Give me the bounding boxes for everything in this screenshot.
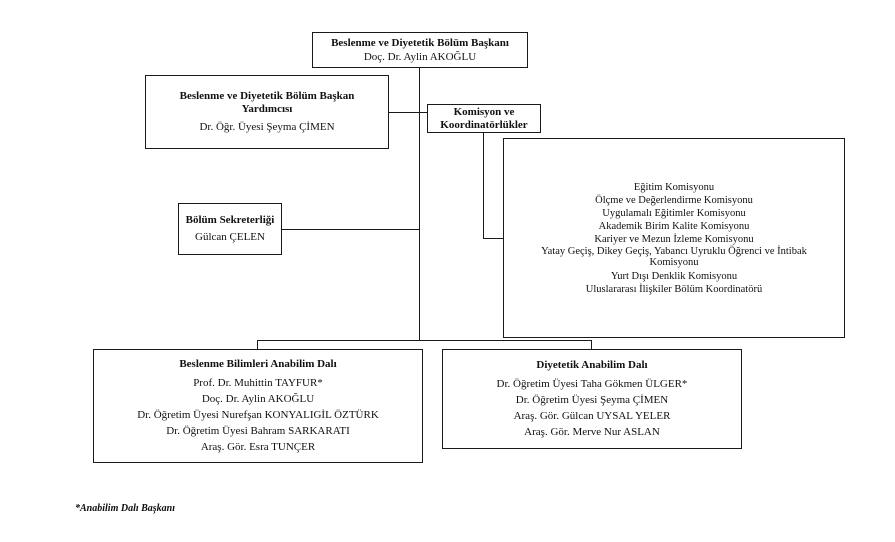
head-name: Doç. Dr. Aylin AKOĞLU — [363, 50, 477, 63]
deputy-box: Beslenme ve Diyetetik Bölüm Başkan Yardı… — [145, 75, 389, 149]
head-box: Beslenme ve Diyetetik Bölüm Başkanı Doç.… — [312, 32, 528, 68]
dietetics-dept-member: Araş. Gör. Gülcan UYSAL YELER — [513, 409, 671, 422]
commissions-list-box: Eğitim Komisyonu Ölçme ve Değerlendirme … — [503, 138, 845, 338]
nutrition-dept-member: Dr. Öğretim Üyesi Nurefşan KONYALIGİL ÖZ… — [137, 408, 379, 421]
connector-dietetics-dept — [591, 340, 592, 349]
commission-item: Akademik Birim Kalite Komisyonu — [598, 220, 750, 232]
connector-commissions-drop — [483, 133, 484, 239]
secretary-title: Bölüm Sekreterliği — [185, 214, 275, 226]
nutrition-dept-member: Araş. Gör. Esra TUNÇER — [200, 440, 316, 453]
commission-item: Yatay Geçiş, Dikey Geçiş, Yabancı Uyrukl… — [541, 245, 807, 268]
commission-item: Kariyer ve Mezun İzleme Komisyonu — [594, 233, 754, 245]
footnote: *Anabilim Dalı Başkanı — [75, 503, 176, 514]
connector-nutrition-dept — [257, 340, 258, 349]
nutrition-dept-member: Prof. Dr. Muhittin TAYFUR* — [193, 376, 323, 389]
connector-secretary — [282, 229, 420, 230]
commission-item: Uluslararası İlişkiler Bölüm Koordinatör… — [585, 283, 763, 295]
commission-item: Ölçme ve Değerlendirme Komisyonu — [595, 194, 753, 206]
nutrition-dept-member: Doç. Dr. Aylin AKOĞLU — [201, 392, 315, 405]
commission-item: Yurt Dışı Denklik Komisyonu — [610, 270, 738, 282]
secretary-name: Gülcan ÇELEN — [195, 231, 265, 243]
secretary-box: Bölüm Sekreterliği Gülcan ÇELEN — [178, 203, 282, 255]
nutrition-dept-box: Beslenme Bilimleri Anabilim Dalı Prof. D… — [93, 349, 423, 463]
head-title: Beslenme ve Diyetetik Bölüm Başkanı — [331, 36, 509, 49]
commission-item: Eğitim Komisyonu — [633, 181, 715, 193]
nutrition-dept-member: Dr. Öğretim Üyesi Bahram SARKARATI — [166, 424, 350, 437]
dietetics-dept-title: Diyetetik Anabilim Dalı — [536, 358, 648, 371]
commissions-title: Komisyon ve Koordinatörlükler — [440, 105, 528, 131]
dietetics-dept-box: Diyetetik Anabilim Dalı Dr. Öğretim Üyes… — [442, 349, 742, 449]
commissions-header-box: Komisyon ve Koordinatörlükler — [427, 104, 541, 133]
dietetics-dept-member: Dr. Öğretim Üyesi Şeyma ÇİMEN — [515, 393, 669, 406]
dietetics-dept-member: Araş. Gör. Merve Nur ASLAN — [524, 425, 660, 438]
deputy-name: Dr. Öğr. Üyesi Şeyma ÇİMEN — [199, 121, 335, 133]
connector-trunk — [419, 67, 420, 341]
deputy-title: Beslenme ve Diyetetik Bölüm Başkan Yardı… — [179, 90, 355, 115]
commission-item: Uygulamalı Eğitimler Komisyonu — [602, 207, 746, 219]
nutrition-dept-title: Beslenme Bilimleri Anabilim Dalı — [179, 357, 337, 370]
connector-commissions — [419, 112, 427, 113]
dietetics-dept-member: Dr. Öğretim Üyesi Taha Gökmen ÜLGER* — [496, 377, 688, 390]
connector-deputy — [389, 112, 420, 113]
connector-departments — [257, 340, 592, 341]
connector-commissions-list — [483, 238, 503, 239]
